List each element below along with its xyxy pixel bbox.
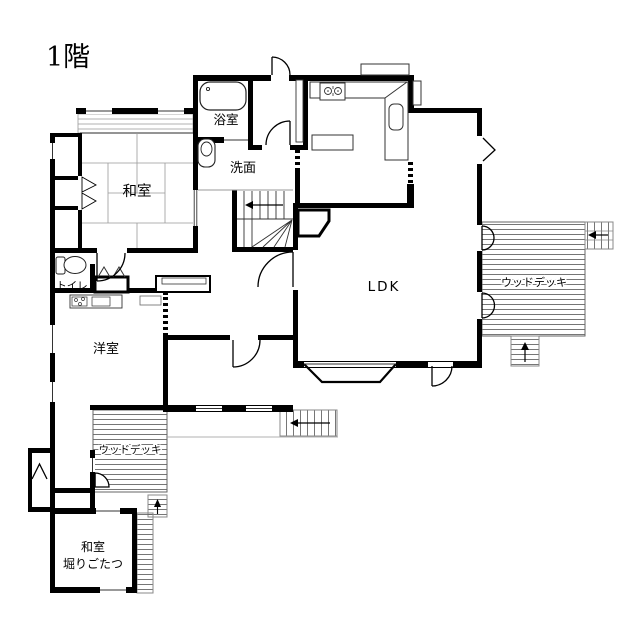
stairs-direction-arrow — [245, 201, 283, 209]
kitchenette-icon — [69, 294, 123, 309]
room-label-washroom: 洗面 — [230, 161, 256, 176]
kitchen-counter — [309, 81, 409, 161]
washbasin-icon — [197, 138, 216, 168]
room-label-toilet: トイレ — [56, 280, 88, 292]
dashed-openings — [163, 150, 413, 332]
tatami-grid — [80, 133, 193, 248]
wood-deck-left — [92, 409, 168, 518]
label-wood-deck-right: ウッドデッキ — [501, 275, 567, 289]
corridor-desk — [155, 275, 211, 293]
dining-outswing-door — [482, 137, 496, 162]
engawa-veranda — [77, 113, 194, 134]
stairs — [198, 189, 293, 248]
room-label-youshitsu: 洋室 — [93, 341, 119, 357]
arrow-left-icon — [588, 231, 608, 239]
engawa-steps-strip — [136, 512, 154, 594]
arrow-left-icon — [290, 419, 330, 427]
arrow-up-icon — [154, 499, 161, 514]
rear-entry-door — [271, 56, 291, 76]
room-label-washitsu2-sub: 堀りごたつ — [63, 556, 123, 571]
corridor-closet — [93, 275, 130, 294]
kitchen-table — [311, 134, 354, 151]
room-label-washitsu: 和室 — [123, 183, 152, 200]
stair-side-closet — [296, 208, 331, 238]
porch-door-mark — [31, 462, 48, 480]
doors — [31, 56, 496, 488]
side-cabinet — [412, 80, 422, 106]
room-label-bathroom: 浴室 — [213, 112, 238, 127]
walls — [28, 75, 482, 593]
room-label-washitsu2: 和室 — [81, 539, 105, 554]
toilet-icon — [55, 256, 87, 275]
stove-icon — [319, 82, 346, 101]
utility-deck-door — [94, 472, 110, 488]
entrance-outdoor-steps — [167, 409, 338, 438]
arrow-up-icon — [521, 342, 529, 362]
ldk-terrace-door — [431, 365, 453, 387]
ldk-hall-door — [257, 251, 294, 288]
wall-openings — [50, 108, 482, 593]
page-title: 1階 — [46, 42, 90, 73]
closet-french-doors — [81, 176, 97, 210]
label-wood-deck-left: ウッドデッキ — [99, 443, 162, 456]
youshitsu-shelf — [139, 295, 162, 306]
wood-deck-right — [481, 221, 614, 367]
room-label-ldk: LDK — [368, 279, 401, 295]
kitchen-cupboard — [360, 63, 410, 76]
hall-washroom-door — [265, 120, 291, 146]
bathtub-icon — [199, 81, 247, 111]
deck-door-lower — [481, 292, 496, 319]
hall-shoe-cabinet — [295, 79, 304, 143]
genkan-door — [232, 339, 261, 368]
bay-window — [303, 363, 397, 384]
kitchen-sink-icon — [388, 103, 404, 131]
deck-door-upper — [481, 225, 495, 251]
washitsu-corridor-door — [96, 252, 126, 282]
